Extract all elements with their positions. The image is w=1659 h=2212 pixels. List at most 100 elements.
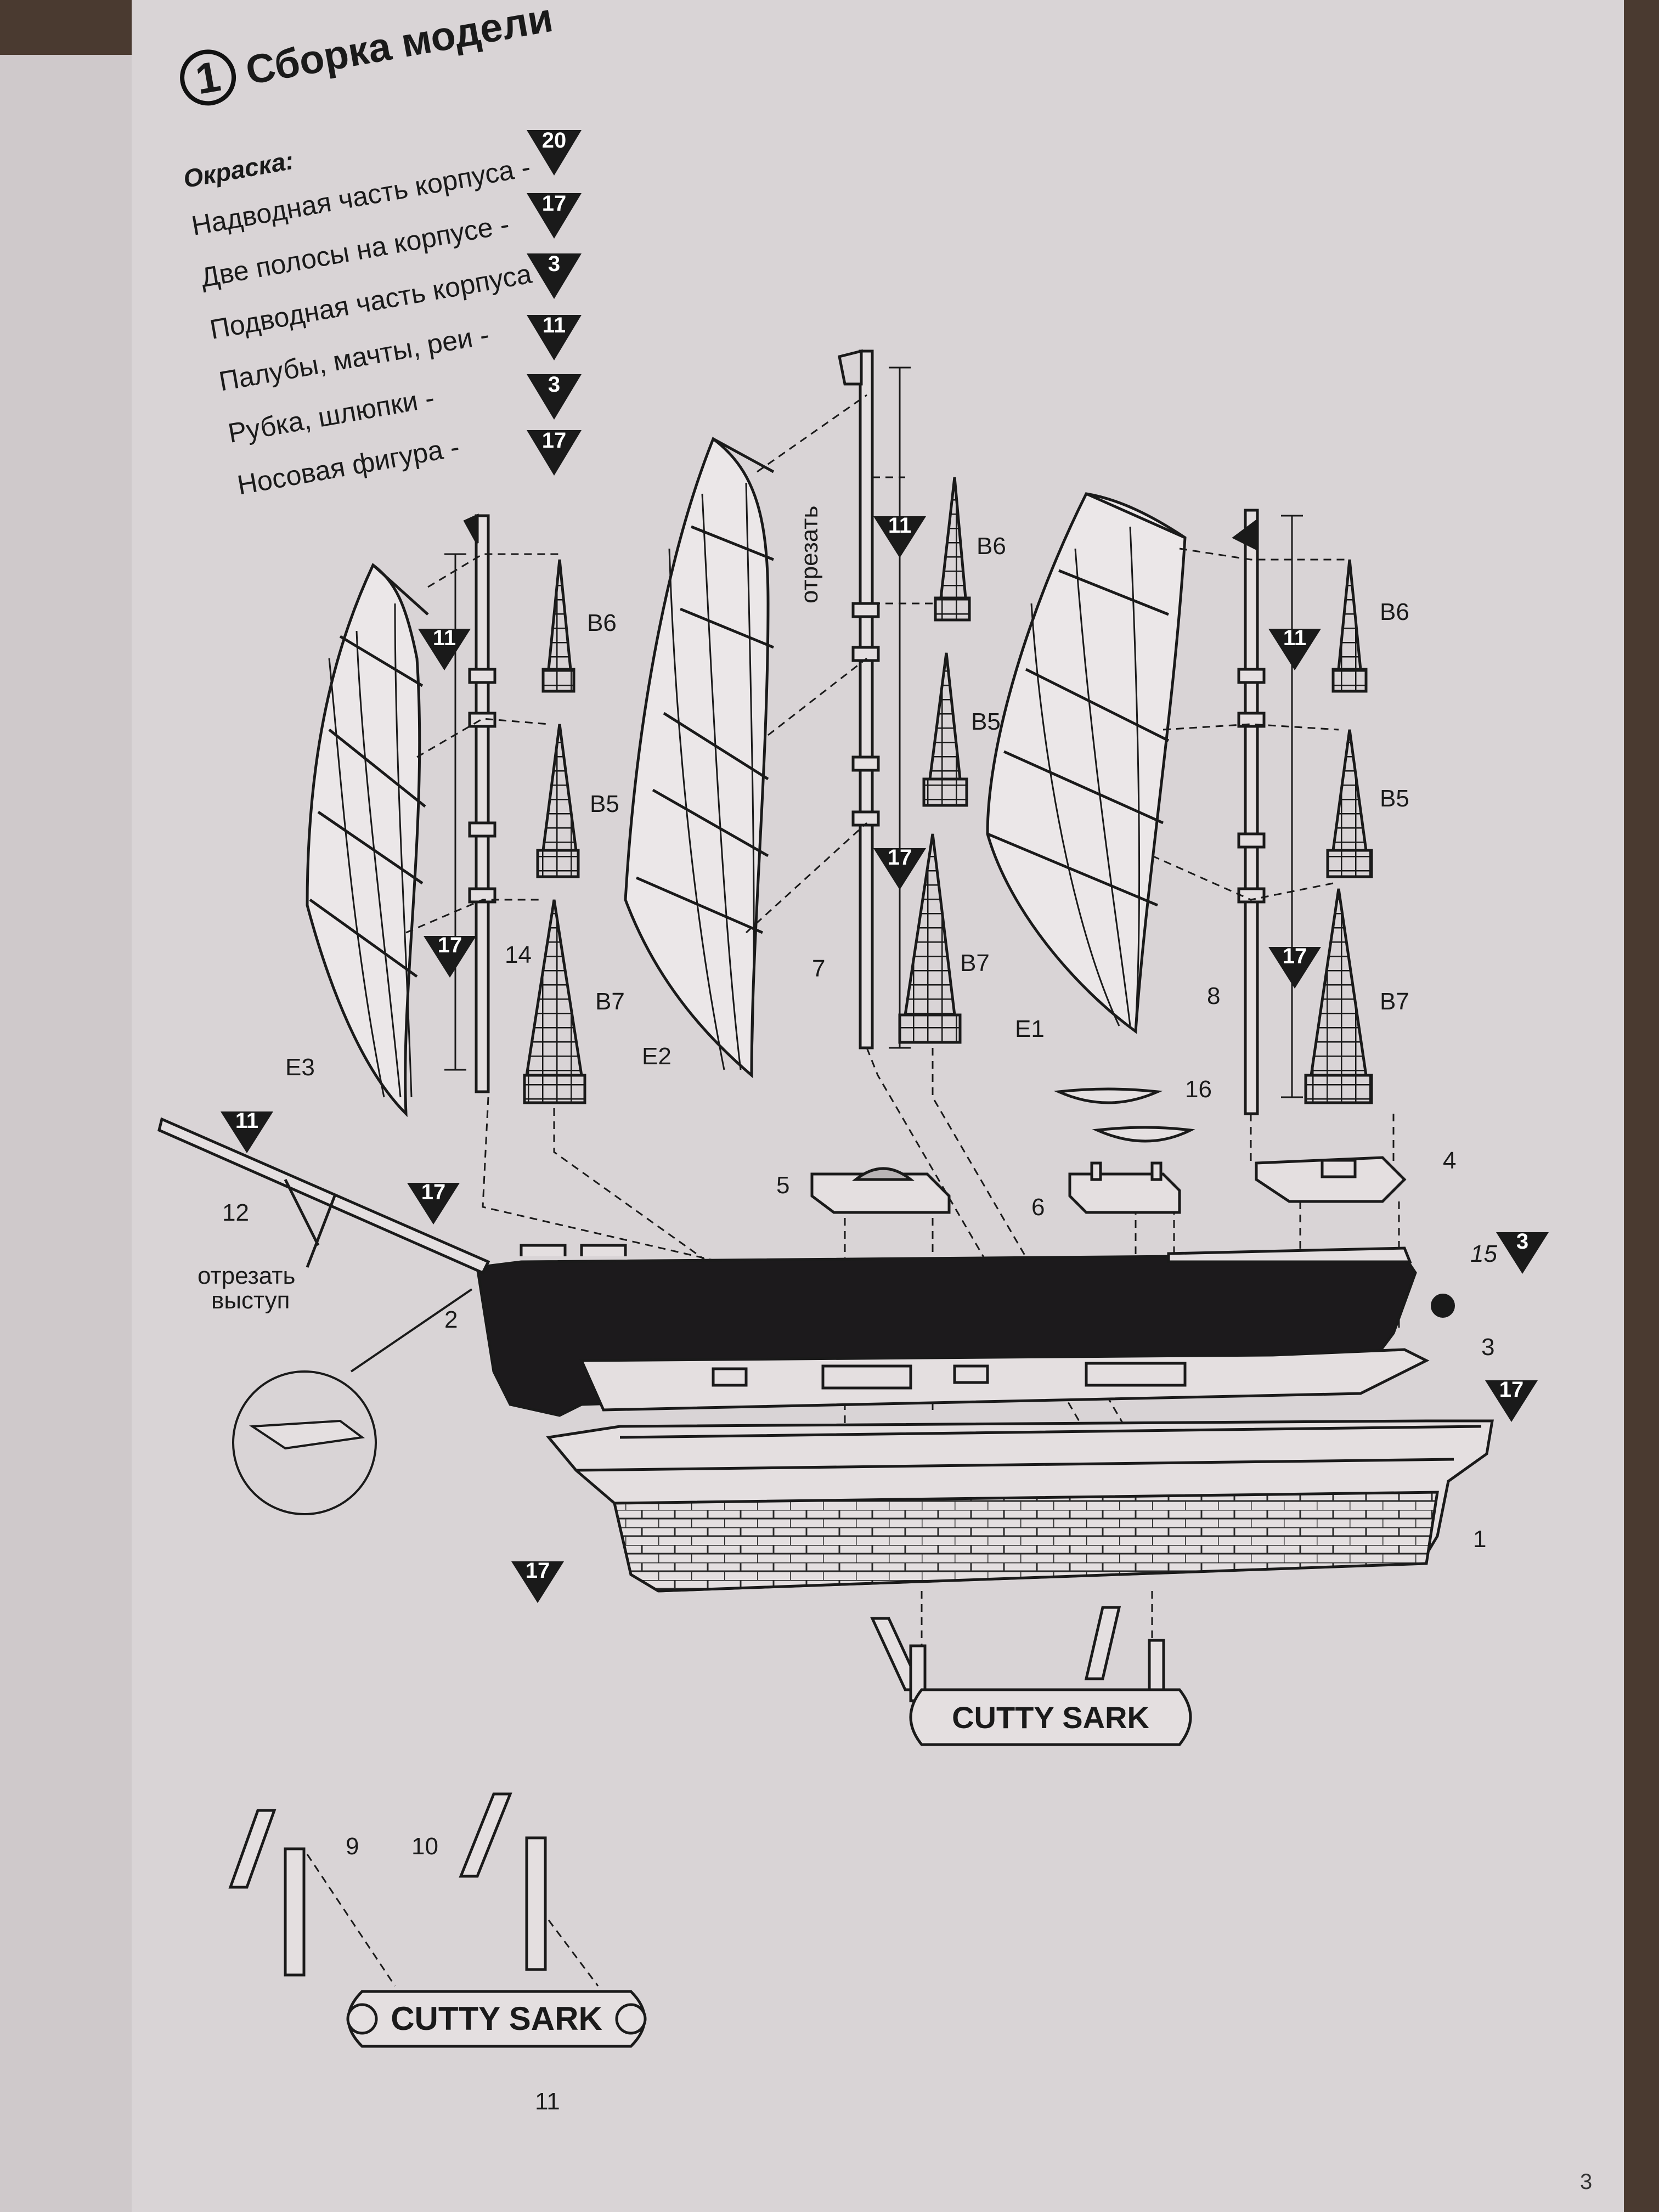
paint-code: 17: [542, 191, 567, 216]
color-marker-code: 11: [888, 514, 911, 538]
label-part-6: 6: [1031, 1194, 1045, 1221]
color-marker-icon: [873, 848, 926, 890]
part-b5-right: [1326, 729, 1373, 878]
paint-code: 20: [542, 128, 567, 153]
part-b5-mid: [922, 652, 968, 807]
label-part-2: 2: [444, 1306, 458, 1333]
color-marker-code: 3: [1516, 1229, 1528, 1254]
part-1-hull: [546, 1419, 1494, 1593]
label-part-4: 4: [1443, 1147, 1456, 1174]
color-marker-icon: [418, 629, 471, 670]
color-marker-icon: [1485, 1380, 1538, 1422]
label-b7-right: В7: [1380, 988, 1409, 1015]
part-b6-right: [1331, 559, 1368, 693]
paint-marker-icon: [527, 315, 582, 360]
label-part-9: 9: [346, 1833, 359, 1860]
note-cut-mast: отрезать: [796, 506, 823, 603]
part-b6-left: [541, 559, 575, 693]
paint-marker-icon: [527, 374, 582, 420]
part-b6-mid: [934, 477, 971, 622]
label-b7-left: В7: [595, 988, 625, 1015]
color-marker-code: 17: [421, 1180, 446, 1204]
label-b6-mid: В6: [977, 533, 1006, 560]
sail-e1: [986, 492, 1187, 1034]
label-b6-left: В6: [587, 610, 617, 636]
part-15-wheel: [1431, 1294, 1455, 1318]
color-marker-icon: [1496, 1232, 1549, 1274]
instruction-sheet: [132, 0, 1624, 2212]
part-12-bowsprit: [157, 1117, 490, 1275]
diagram-color-markers: 11 17 11 17 11 17 11 17 3 17 17: [221, 514, 1549, 1603]
label-part-7: 7: [812, 955, 825, 982]
stand-assembled: [870, 1606, 1192, 1746]
color-marker-code: 17: [438, 933, 462, 957]
label-b5-mid: В5: [971, 708, 1001, 735]
paint-marker-icon: [527, 253, 582, 299]
paint-legend-markers: 20 17 3 11 3 17: [527, 128, 582, 476]
paint-marker-icon: [527, 130, 582, 176]
part-b7-mid: [898, 833, 962, 1044]
color-marker-code: 11: [433, 626, 456, 650]
part-b5-left: [536, 724, 580, 878]
label-b7-mid: В7: [960, 950, 990, 977]
color-marker-code: 17: [1283, 944, 1307, 968]
stand-part-9: [228, 1809, 306, 1977]
color-marker-code: 17: [526, 1559, 550, 1583]
sail-e2: [624, 437, 775, 1079]
label-e3: E3: [285, 1054, 315, 1081]
label-part-16: 16: [1185, 1076, 1212, 1103]
stand-part-10: [459, 1792, 547, 1971]
label-b5-right: В5: [1380, 785, 1409, 812]
detail-nameplate-text: CUTTY SARK: [391, 2000, 602, 2037]
part-b7-left: [523, 899, 586, 1104]
paint-marker-icon: [527, 193, 582, 239]
nameplate-part-11: [346, 1990, 647, 2048]
paint-code: 3: [548, 373, 560, 397]
color-marker-icon: [407, 1183, 460, 1224]
paint-marker-icon: [527, 430, 582, 476]
label-part-1: 1: [1473, 1526, 1486, 1553]
paint-code: 3: [548, 252, 560, 276]
note-cut-protrusion-1: отрезать: [198, 1262, 295, 1289]
part-16-boats: [1053, 1087, 1195, 1143]
color-marker-icon: [1268, 629, 1321, 670]
detail-magnifier: [232, 1288, 473, 1515]
label-part-5: 5: [776, 1172, 789, 1199]
part-b7-right: [1304, 888, 1373, 1104]
label-part-10: 10: [411, 1833, 438, 1860]
label-part-11: 11: [535, 2088, 560, 2115]
label-b6-right: В6: [1380, 599, 1409, 625]
sail-e3: [306, 563, 429, 1118]
paint-code: 11: [543, 313, 566, 337]
note-cut-protrusion-2: выступ: [211, 1287, 290, 1314]
label-e1: E1: [1015, 1015, 1045, 1042]
page-number: 3: [1580, 2170, 1593, 2194]
mast-right: [1232, 509, 1303, 1115]
label-part-8: 8: [1207, 983, 1220, 1009]
paint-code: 17: [542, 428, 567, 453]
label-part-12: 12: [222, 1199, 249, 1226]
part-6-deckhouse: [1068, 1161, 1181, 1214]
label-part-3: 3: [1481, 1334, 1494, 1361]
mast-left: [444, 514, 496, 1093]
stand-nameplate-text: CUTTY SARK: [952, 1700, 1149, 1735]
part-5-skylight: [810, 1167, 951, 1214]
part-labels: В6 В5 В7 В6 В5 В7 В6 В5 В7 E3 E2 E1 14 7…: [198, 506, 1497, 2115]
color-marker-icon: [221, 1111, 273, 1153]
label-b5-left: В5: [590, 791, 619, 817]
color-marker-code: 17: [888, 845, 912, 870]
color-marker-icon: [1268, 947, 1321, 989]
color-marker-icon: [424, 936, 476, 978]
label-e2: E2: [642, 1043, 672, 1070]
color-marker-icon: [873, 516, 926, 558]
left-page-edge: [0, 55, 143, 2212]
color-marker-code: 11: [235, 1109, 258, 1133]
part-2-upper-hull: [476, 1244, 1430, 1417]
label-part-15: 15: [1470, 1240, 1497, 1267]
color-marker-icon: [511, 1561, 564, 1603]
label-part-14: 14: [505, 941, 532, 968]
color-marker-code: 17: [1499, 1378, 1524, 1402]
mast-mid: [838, 349, 911, 1049]
